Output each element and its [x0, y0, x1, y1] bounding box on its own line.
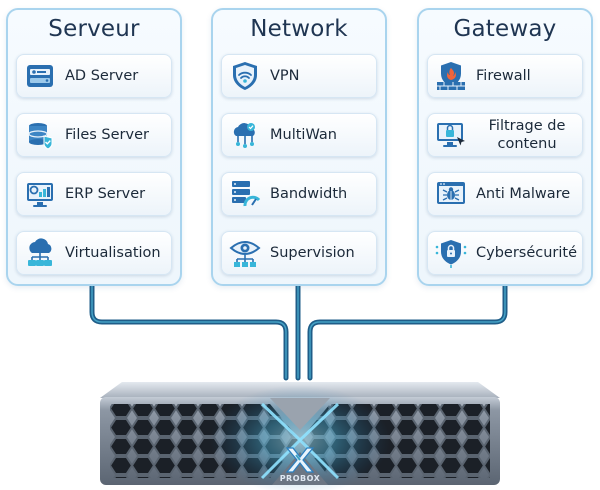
item-cybersecurity[interactable]: Cybersécurité [427, 231, 583, 275]
item-label: Supervision [270, 245, 355, 261]
item-firewall[interactable]: Firewall [427, 54, 583, 98]
item-ad-server[interactable]: AD Server [16, 54, 172, 98]
panel-serveur: Serveur AD Server Files Server ERP Serve… [6, 8, 182, 286]
supervision-eye-icon [228, 236, 262, 270]
bandwidth-gauge-icon [228, 177, 262, 211]
item-label: Filtrage de contenu [488, 118, 566, 152]
erp-server-icon [23, 177, 57, 211]
item-content-filter[interactable]: Filtrage de contenu [427, 113, 583, 157]
anti-malware-icon [434, 177, 468, 211]
item-label: VPN [270, 68, 300, 84]
item-bandwidth[interactable]: Bandwidth [221, 172, 377, 216]
item-label: Virtualisation [65, 245, 161, 261]
item-label: Anti Malware [476, 186, 571, 202]
multiwan-cloud-icon [228, 118, 262, 152]
probox-logo [285, 447, 315, 473]
item-label: Files Server [65, 127, 149, 143]
vpn-shield-icon [228, 59, 262, 93]
firewall-icon [434, 59, 468, 93]
item-label: AD Server [65, 68, 139, 84]
item-label: MultiWan [270, 127, 337, 143]
item-label: Cybersécurité [476, 245, 578, 261]
item-anti-malware[interactable]: Anti Malware [427, 172, 583, 216]
virtualisation-icon [23, 236, 57, 270]
item-label: Bandwidth [270, 186, 348, 202]
item-virtualisation[interactable]: Virtualisation [16, 231, 172, 275]
probox-brand-label: PROBOX [279, 474, 321, 483]
panel-network: Network VPN MultiWan Bandwidth Supervisi… [211, 8, 387, 286]
panel-gateway: Gateway Firewall Filtrage de contenu Ant… [417, 8, 593, 286]
files-server-icon [23, 118, 57, 152]
item-erp-server[interactable]: ERP Server [16, 172, 172, 216]
ad-server-icon [23, 59, 57, 93]
content-filter-icon [434, 118, 468, 152]
item-label: Firewall [476, 68, 531, 84]
panel-title: Network [250, 16, 348, 42]
panel-title: Serveur [48, 16, 140, 42]
item-files-server[interactable]: Files Server [16, 113, 172, 157]
item-vpn[interactable]: VPN [221, 54, 377, 98]
item-multiwan[interactable]: MultiWan [221, 113, 377, 157]
cybersecurity-icon [434, 236, 468, 270]
item-supervision[interactable]: Supervision [221, 231, 377, 275]
item-label: ERP Server [65, 186, 146, 202]
panel-title: Gateway [453, 16, 557, 42]
